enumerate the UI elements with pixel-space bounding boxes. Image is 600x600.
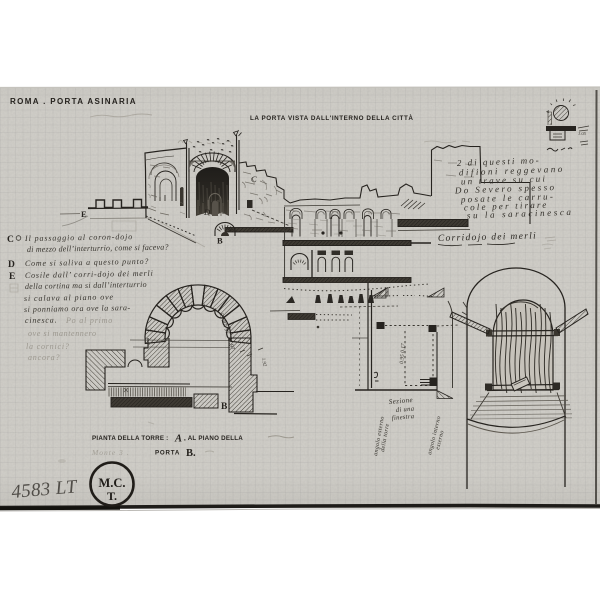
- svg-text:Corridojo dei merli: Corridojo dei merli: [438, 231, 537, 244]
- svg-text:E: E: [9, 272, 15, 282]
- svg-text:cinesca.: cinesca.: [25, 315, 58, 325]
- svg-text:Po al primo: Po al primo: [65, 316, 113, 325]
- svg-text:Sezione: Sezione: [388, 396, 413, 406]
- svg-text:C: C: [7, 235, 14, 245]
- svg-text:1.92: 1.92: [260, 357, 267, 367]
- svg-text:D: D: [203, 207, 211, 217]
- svg-text:della cortina ma si dall’inter: della cortina ma si dall’interturrio: [25, 280, 147, 291]
- svg-text:Il passaggio al coron-dojo: Il passaggio al coron-dojo: [24, 232, 133, 243]
- svg-text:2 di questi mo-: 2 di questi mo-: [457, 155, 541, 168]
- svg-text:Cosile dall’ corri-dojo dei me: Cosile dall’ corri-dojo dei merli: [25, 269, 154, 280]
- svg-text:finestra: finestra: [392, 413, 415, 422]
- svg-text:si calava al piano ove: si calava al piano ove: [24, 292, 114, 303]
- svg-text:ove si mantennero: ove si mantennero: [28, 329, 97, 338]
- svg-text:B: B: [221, 402, 228, 412]
- svg-text:su la saracinesca: su la saracinesca: [467, 207, 574, 221]
- svg-text:T.: T.: [107, 489, 117, 503]
- svg-text:1.05: 1.05: [578, 131, 587, 136]
- svg-text:PORTA: PORTA: [155, 450, 180, 457]
- svg-text:M.C.: M.C.: [98, 476, 125, 490]
- svg-text:ROMA . PORTA ASINARIA: ROMA . PORTA ASINARIA: [10, 97, 137, 106]
- svg-text:C: C: [251, 174, 257, 184]
- svg-text:PIANTA DELLA TORRE :: PIANTA DELLA TORRE :: [92, 435, 169, 442]
- svg-text:difioni reggevano: difioni reggevano: [459, 164, 565, 178]
- svg-text:si ponniamo ora ove la sara-: si ponniamo ora ove la sara-: [24, 303, 131, 314]
- svg-text:ancora?: ancora?: [28, 353, 60, 362]
- svg-text:esterno: esterno: [435, 430, 446, 451]
- svg-text:E: E: [81, 209, 87, 219]
- svg-text:di mezzo dell’interturrio, com: di mezzo dell’interturrio, come si facev…: [27, 243, 169, 254]
- svg-text:la cornici?: la cornici?: [26, 342, 70, 351]
- svg-text:Do Severo spesso: Do Severo spesso: [454, 182, 557, 196]
- svg-text:LA PORTA VISTA DALL'INTERNO DE: LA PORTA VISTA DALL'INTERNO DELLA CITTÀ: [250, 113, 413, 122]
- svg-text:posate le carru-: posate le carru-: [460, 191, 556, 204]
- svg-text:D: D: [8, 260, 15, 270]
- svg-text:Come si saliva a questo punto?: Come si saliva a questo punto?: [25, 257, 149, 268]
- svg-text:della torre: della torre: [380, 423, 391, 452]
- svg-text:0.95 0.17: 0.95 0.17: [399, 343, 407, 364]
- svg-text:, AL PIANO DELLA: , AL PIANO DELLA: [184, 435, 243, 442]
- svg-text:cole per tirare: cole per tirare: [464, 200, 549, 213]
- svg-text:Monte 3 .: Monte 3 .: [91, 448, 130, 457]
- svg-text:A: A: [174, 434, 182, 445]
- svg-text:di una: di una: [396, 405, 415, 414]
- svg-text:B: B: [217, 236, 223, 246]
- svg-text:un trave su cui: un trave su cui: [461, 173, 548, 186]
- svg-text:B.: B.: [186, 448, 196, 459]
